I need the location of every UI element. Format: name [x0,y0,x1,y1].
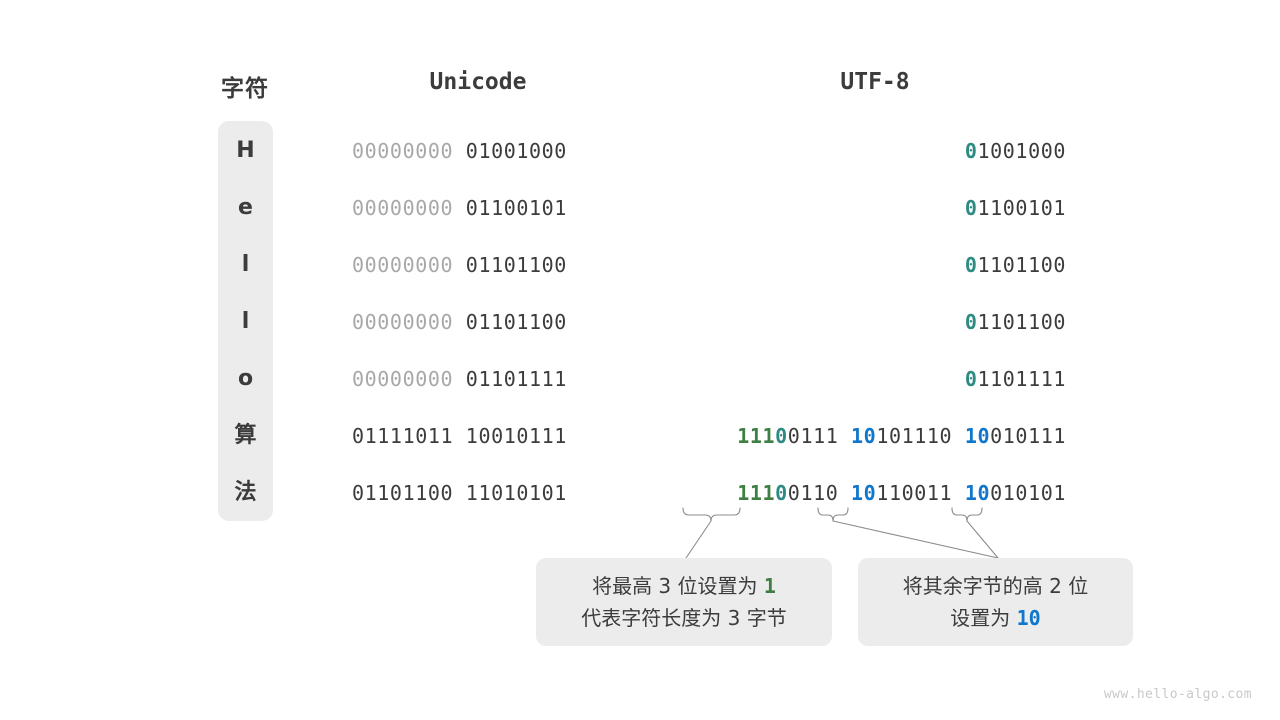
utf8-bits-teal: 0 [775,481,788,505]
utf8-bits-teal: 0 [964,310,978,334]
utf8-bits-plain: 010101 [990,481,1066,505]
utf8-bits-teal: 0 [964,139,978,163]
callout-left-highlight-1: 1 [763,574,776,598]
utf8-cell: 01100101 [965,193,1066,223]
utf8-bits-plain: 1101111 [977,367,1066,391]
utf8-bits-plain: 1101100 [977,253,1066,277]
callout-right-highlight-1: 10 [1016,606,1041,630]
utf8-bits-plain: 010111 [990,424,1066,448]
unicode-low-byte: 11010101 [465,481,567,505]
unicode-cell: 00000000 01101100 [352,250,567,280]
callout-left-line-1-text: 将最高 3 位设置为 [592,574,764,598]
column-header-character: 字符 [221,76,269,102]
unicode-cell: 01101100 11010101 [352,478,567,508]
unicode-cell: 00000000 01001000 [352,136,567,166]
unicode-low-byte: 10010111 [465,424,567,448]
character-cell: o [237,366,254,391]
unicode-low-byte: 01001000 [465,139,567,163]
utf8-bits-plain: 101110 [876,424,953,448]
utf8-bits-green: 111 [737,424,776,448]
utf8-bits-blue: 10 [964,481,991,505]
utf8-cell: 11100111 10101110 10010111 [737,421,1066,451]
utf8-cell: 01101100 [965,250,1066,280]
unicode-high-byte: 00000000 [352,139,454,163]
utf8-bits-plain: 1101100 [977,310,1066,334]
unicode-high-byte: 00000000 [352,253,454,277]
character-cell: 算 [234,423,257,448]
unicode-cell: 01111011 10010111 [352,421,567,451]
callout-right: 将其余字节的高 2 位 设置为 10 [858,558,1133,646]
utf8-bits-blue: 10 [851,481,877,505]
utf8-bits-plain: 0110 [787,481,839,505]
character-cell: l [241,252,250,277]
unicode-high-byte: 01111011 [352,424,454,448]
utf8-bits-plain: 0111 [787,424,839,448]
utf8-bits-plain [952,424,965,448]
utf8-bits-blue: 10 [964,424,991,448]
utf8-bits-blue: 10 [851,424,877,448]
callout-right-line-2-text: 设置为 [950,606,1017,630]
leader-line-left [685,520,712,559]
utf8-bits-plain: 1001000 [977,139,1066,163]
unicode-high-byte: 00000000 [352,310,454,334]
unicode-cell: 00000000 01100101 [352,193,567,223]
character-cell: H [236,138,255,163]
utf8-bits-teal: 0 [964,253,978,277]
utf8-cell: 01101100 [965,307,1066,337]
character-cell: l [241,309,250,334]
leader-line-right-b [966,520,999,559]
character-cell: 法 [234,480,257,505]
column-header-utf8: UTF-8 [840,69,910,95]
leader-line-right-a [832,520,999,559]
utf8-cell: 01001000 [965,136,1066,166]
callout-left-line-2: 代表字符长度为 3 字节 [581,606,787,630]
unicode-low-byte: 01101111 [465,367,567,391]
watermark: www.hello-algo.com [1103,687,1252,702]
column-header-unicode: Unicode [429,69,527,95]
utf8-bits-teal: 0 [775,424,788,448]
unicode-low-byte: 01100101 [465,196,567,220]
utf8-bits-plain [838,424,851,448]
unicode-high-byte: 00000000 [352,196,454,220]
utf8-bits-plain: 110011 [876,481,953,505]
callout-left: 将最高 3 位设置为 1 代表字符长度为 3 字节 [536,558,832,646]
character-column-panel [218,121,273,521]
unicode-cell: 00000000 01101111 [352,364,567,394]
utf8-bits-teal: 0 [964,196,978,220]
utf8-bits-plain [952,481,965,505]
unicode-low-byte: 01101100 [465,310,567,334]
utf8-cell: 01101111 [965,364,1066,394]
brace-byte-2 [817,507,849,522]
character-cell: e [238,195,253,220]
utf8-bits-plain: 1100101 [977,196,1066,220]
callout-right-line-2: 设置为 10 [950,602,1040,634]
utf8-bits-plain [838,481,851,505]
brace-byte-1 [682,507,741,522]
unicode-low-byte: 01101100 [465,253,567,277]
unicode-high-byte: 00000000 [352,367,454,391]
unicode-cell: 00000000 01101100 [352,307,567,337]
utf8-bits-green: 111 [737,481,776,505]
utf8-bits-teal: 0 [964,367,978,391]
callout-left-line-1: 将最高 3 位设置为 1 [592,570,776,602]
callout-right-line-1: 将其余字节的高 2 位 [902,574,1089,598]
brace-byte-3 [951,507,983,522]
unicode-high-byte: 01101100 [352,481,454,505]
utf8-cell: 11100110 10110011 10010101 [737,478,1066,508]
